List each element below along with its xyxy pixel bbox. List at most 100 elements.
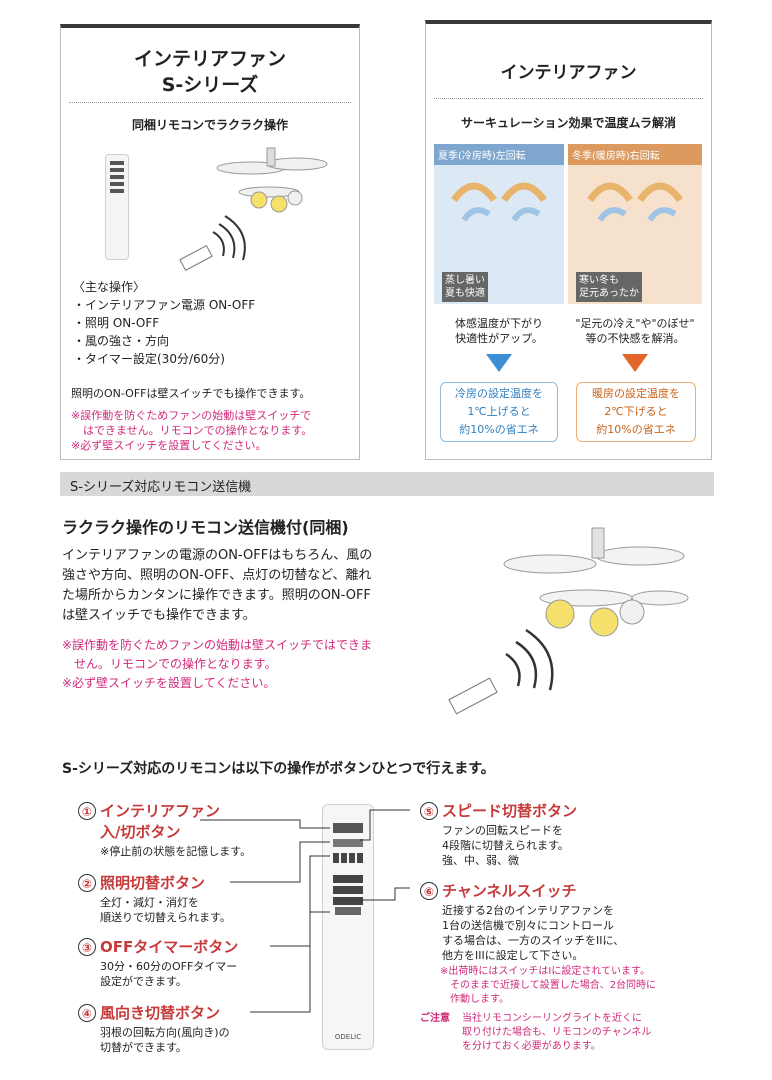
saving-line: 暖房の設定温度を	[592, 387, 680, 400]
remote-signal-image	[448, 628, 554, 715]
remote-brand: ODELIC	[334, 1033, 362, 1041]
ceiling-fan-image	[216, 147, 328, 213]
channel-note: ※出荷時にはスイッチはIに設定されています。 そのままで近接して設置した場合、2…	[420, 965, 656, 1007]
button-desc: 強、中、弱、微	[442, 854, 519, 867]
number-badge: ①	[78, 802, 96, 820]
winter-bubble: 寒い冬も 足元あったか	[576, 272, 642, 302]
number-badge: ⑤	[420, 802, 438, 820]
leader-lines	[200, 809, 410, 1013]
warning-line: せん。リモコンでの操作となります。	[74, 657, 277, 671]
number-badge: ②	[78, 874, 96, 892]
saving-line: 1℃上げると	[467, 405, 531, 418]
effect-line: "足元の冷え"や"のぼせ"	[575, 317, 695, 330]
down-arrow-icon	[486, 354, 512, 372]
summer-bubble: 蒸し暑い 夏も快適	[442, 272, 488, 302]
effect-line: 等の不快感を解消。	[585, 332, 685, 345]
panel-title: インテリアファン	[500, 63, 637, 83]
remote-control-image: ODELIC	[322, 804, 374, 1050]
button-title: 風向き切替ボタン	[100, 1004, 221, 1022]
button-desc: 切替ができます。	[100, 1041, 187, 1054]
section-bar-title: S-シリーズ対応リモコン送信機	[70, 480, 252, 495]
description-line: た場所からカンタンに操作できます。照明のON-OFF	[62, 588, 371, 603]
winter-header: 冬季(暖房時)右回転	[568, 144, 702, 165]
description-line: インテリアファンの電源のON-OFFはもちろん、風の	[62, 548, 373, 563]
remote-warning: ※誤作動を防ぐためファンの始動は壁スイッチではできま せん。リモコンでの操作とな…	[62, 636, 372, 693]
number-badge: ⑥	[420, 882, 438, 900]
down-arrow-icon	[622, 354, 648, 372]
section-bar: S-シリーズ対応リモコン送信機	[60, 472, 714, 496]
button-desc: 羽根の回転方向(風向き)の	[100, 1026, 230, 1039]
note-line: 作動します。	[450, 994, 509, 1005]
divider	[434, 98, 703, 99]
warning-line: ※誤作動を防ぐためファンの始動は壁スイッチではできま	[62, 638, 373, 652]
bubble-line: 蒸し暑い	[445, 275, 485, 286]
op-item: ・タイマー設定(30分/60分)	[73, 352, 225, 366]
light-button-icon	[333, 839, 363, 847]
warning-line: ※誤作動を防ぐためファンの始動は壁スイッチで	[71, 409, 312, 422]
button-desc: 30分・60分のOFFタイマー	[100, 960, 238, 973]
saving-line: 約10%の省エネ	[459, 423, 539, 436]
winter-saving-box: 暖房の設定温度を 2℃下げると 約10%の省エネ	[576, 382, 696, 442]
power-button-icon	[333, 823, 363, 833]
button-desc: 全灯・減灯・消灯を	[100, 896, 199, 909]
op-item: ・照明 ON-OFF	[73, 316, 160, 330]
panel-subtitle: サーキュレーション効果で温度ムラ解消	[461, 116, 676, 130]
button-desc: 近接する2台のインテリアファンを	[442, 904, 614, 917]
effect-line: 快適性がアップ。	[455, 332, 543, 345]
caution-line: 当社リモコンシーリングライトを近くに	[462, 1013, 642, 1024]
button-title: スピード切替ボタン	[442, 802, 578, 820]
airflow-arrows-icon	[587, 182, 683, 222]
caution-block: ご注意 当社リモコンシーリングライトを近くに 取り付けた場合も、リモコンのチャン…	[420, 1012, 651, 1054]
direction-button-icon	[335, 907, 361, 915]
op-item: ・インテリアファン電源 ON-OFF	[73, 298, 256, 312]
warning-line: ※必ず壁スイッチを設置してください。	[71, 439, 267, 452]
summer-saving-box: 冷房の設定温度を 1℃上げると 約10%の省エネ	[440, 382, 558, 442]
bubble-line: 寒い冬も	[579, 275, 619, 286]
button-title: インテリアファン	[100, 802, 221, 820]
description-line: は壁スイッチでも操作できます。	[62, 608, 256, 623]
button-title: チャンネルスイッチ	[442, 882, 577, 900]
bubble-line: 夏も快適	[445, 288, 485, 299]
airflow-arrows-icon	[451, 182, 547, 222]
winter-diagram: 冬季(暖房時)右回転 寒い冬も 足元あったか	[568, 144, 702, 304]
speed-button-icon	[333, 875, 363, 905]
button-desc: ファンの回転スピードを	[442, 824, 563, 837]
warning-line: はできません。リモコンでの操作となります。	[83, 424, 313, 437]
timer-button-icon	[333, 853, 363, 863]
op-item: ・風の強さ・方向	[73, 334, 170, 348]
saving-line: 2℃下げると	[604, 405, 668, 418]
warning-text: ※誤作動を防ぐためファンの始動は壁スイッチで はできません。リモコンでの操作とな…	[71, 408, 312, 453]
panel-title: インテリアファン	[133, 48, 286, 70]
caution-line: 取り付けた場合も、リモコンのチャンネル	[462, 1027, 652, 1038]
number-badge: ③	[78, 938, 96, 956]
note-line: ※出荷時にはスイッチはIに設定されています。	[440, 966, 651, 977]
operations-heading: S-シリーズ対応のリモコンは以下の操作がボタンひとつで行えます。	[62, 761, 495, 777]
panel-title-series: S-シリーズ	[161, 74, 259, 96]
button-desc: 順送りで切替えられます。	[100, 911, 231, 924]
left-info-panel: インテリアファン S-シリーズ 同梱リモコンでラクラク操作 〈主な操作〉 ・イン…	[60, 24, 360, 460]
button-desc: 1台の送信機で別々にコントロール	[442, 919, 614, 932]
remote-control-image	[105, 154, 129, 260]
button-desc: ※停止前の状態を記憶します。	[100, 845, 252, 858]
saving-line: 約10%の省エネ	[596, 423, 676, 436]
button-title-cont: 入/切ボタン	[100, 823, 181, 841]
winter-effect: "足元の冷え"や"のぼせ" 等の不快感を解消。	[568, 316, 702, 346]
divider	[69, 102, 351, 103]
button-desc: する場合は、一方のスイッチをIIに、	[442, 934, 625, 947]
summer-header: 夏季(冷房時)左回転	[434, 144, 564, 165]
ceiling-fan-image	[503, 527, 689, 637]
button-desc: 他方をIIIに設定して下さい。	[442, 949, 584, 962]
ops-list: ・インテリアファン電源 ON-OFF ・照明 ON-OFF ・風の強さ・方向 ・…	[73, 296, 255, 368]
summer-diagram: 夏季(冷房時)左回転 蒸し暑い 夏も快適	[434, 144, 564, 304]
summer-effect: 体感温度が下がり 快適性がアップ。	[434, 316, 564, 346]
panel-subtitle: 同梱リモコンでラクラク操作	[131, 118, 288, 132]
saving-line: 冷房の設定温度を	[455, 387, 543, 400]
caution-label: ご注意	[420, 1013, 450, 1024]
note-text: 照明のON-OFFは壁スイッチでも操作できます。	[71, 387, 311, 400]
caution-line: を分けておく必要があります。	[462, 1041, 601, 1052]
